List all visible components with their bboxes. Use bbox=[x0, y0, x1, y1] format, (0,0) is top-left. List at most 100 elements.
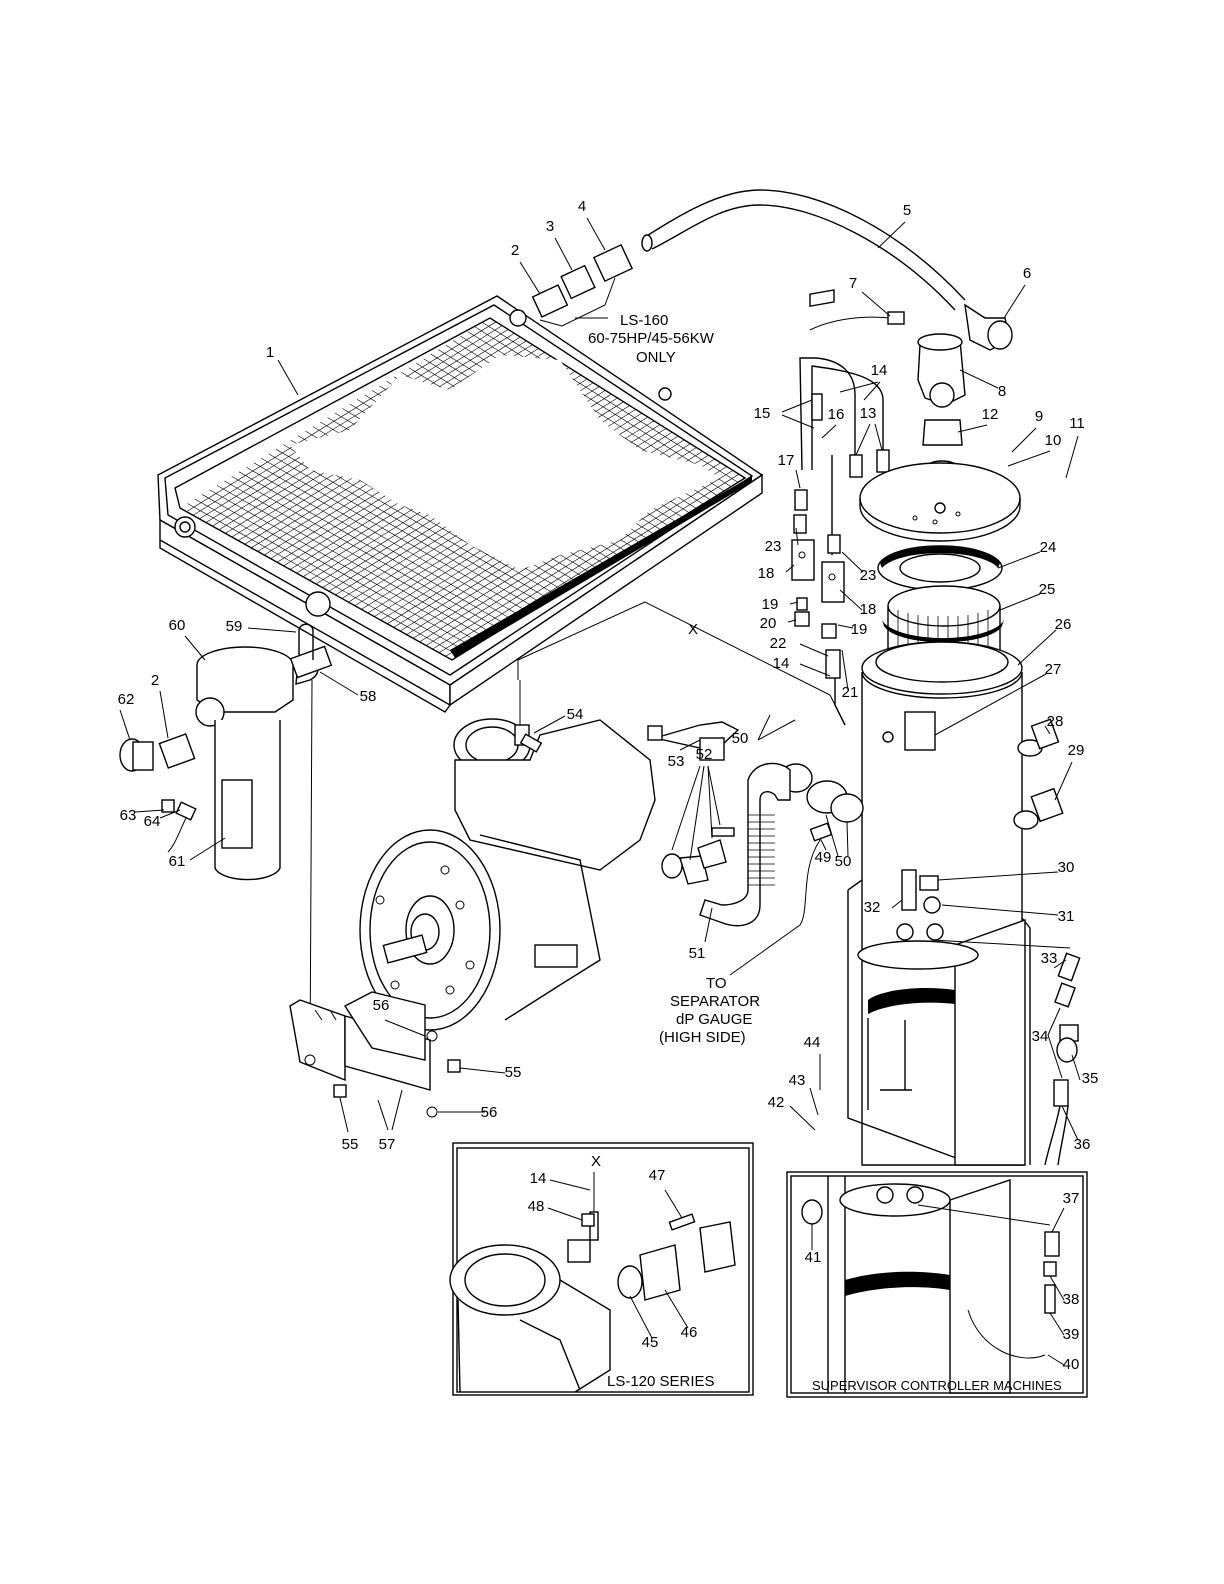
callout-label-X2: X bbox=[591, 1153, 601, 1170]
callout-label-6: 6 bbox=[1023, 265, 1031, 282]
callout-label-44: 44 bbox=[804, 1034, 821, 1051]
callout-label-19b: 19 bbox=[851, 621, 868, 638]
callout-label-38: 38 bbox=[1063, 1291, 1080, 1308]
callout-label-37: 37 bbox=[1063, 1190, 1080, 1207]
callout-label-50b: 50 bbox=[835, 853, 852, 870]
callout-label-55a: 55 bbox=[505, 1064, 522, 1081]
valve-assembly bbox=[809, 311, 966, 476]
callout-label-49: 49 bbox=[815, 849, 832, 866]
callout-label-60: 60 bbox=[169, 617, 186, 634]
callout-label-14a: 14 bbox=[871, 362, 888, 379]
callout-label-61: 61 bbox=[169, 853, 186, 870]
callout-label-56b: 56 bbox=[481, 1104, 498, 1121]
discharge-piping bbox=[647, 721, 864, 927]
callout-label-15: 15 bbox=[754, 405, 771, 422]
callout-label-36: 36 bbox=[1074, 1136, 1091, 1153]
ls160-note: LS-160 60-75HP/45-56KW ONLY bbox=[588, 312, 715, 366]
callout-label-50a: 50 bbox=[732, 730, 749, 747]
leader-lines bbox=[119, 217, 1081, 1366]
callout-label-9: 9 bbox=[1035, 408, 1043, 425]
sep-note-line2: SEPARATOR bbox=[670, 993, 760, 1010]
airend-compressor bbox=[359, 718, 656, 1031]
callout-label-58: 58 bbox=[360, 688, 377, 705]
callout-label-3: 3 bbox=[546, 218, 554, 235]
callout-label-53: 53 bbox=[668, 753, 685, 770]
filter-assembly bbox=[119, 623, 333, 1066]
callout-label-39: 39 bbox=[1063, 1326, 1080, 1343]
callout-label-10: 10 bbox=[1045, 432, 1062, 449]
callout-label-14c: 14 bbox=[530, 1170, 547, 1187]
callout-label-18b: 18 bbox=[860, 601, 877, 618]
scavenge-tubes bbox=[517, 289, 890, 726]
callout-label-35: 35 bbox=[1082, 1070, 1099, 1087]
callout-label-47: 47 bbox=[649, 1167, 666, 1184]
callout-label-X1: X bbox=[688, 621, 698, 638]
sep-note-line1: TO bbox=[706, 975, 727, 992]
callout-label-19a: 19 bbox=[762, 596, 779, 613]
sep-note-line4: (HIGH SIDE) bbox=[659, 1029, 746, 1046]
supervisor-inset-art bbox=[801, 1176, 1060, 1394]
callout-label-42: 42 bbox=[768, 1094, 785, 1111]
callout-label-29: 29 bbox=[1068, 742, 1085, 759]
callout-label-32: 32 bbox=[864, 899, 881, 916]
callout-label-30: 30 bbox=[1058, 859, 1075, 876]
ls160-note-line3: ONLY bbox=[636, 349, 676, 366]
callout-label-18a: 18 bbox=[758, 565, 775, 582]
hose-assembly bbox=[531, 189, 1013, 351]
sep-note-line3: dP GAUGE bbox=[676, 1011, 752, 1028]
callout-label-51: 51 bbox=[689, 945, 706, 962]
callout-label-1: 1 bbox=[266, 344, 274, 361]
callout-label-27: 27 bbox=[1045, 661, 1062, 678]
callout-label-46: 46 bbox=[681, 1324, 698, 1341]
callout-label-14b: 14 bbox=[773, 655, 790, 672]
callout-label-13: 13 bbox=[860, 405, 877, 422]
callout-label-34: 34 bbox=[1032, 1028, 1049, 1045]
ls120-inset-art bbox=[449, 1172, 736, 1393]
callout-label-45: 45 bbox=[642, 1334, 659, 1351]
elbow-fittings bbox=[514, 680, 543, 753]
callout-label-33: 33 bbox=[1041, 950, 1058, 967]
callout-label-59: 59 bbox=[226, 618, 243, 635]
callout-label-52: 52 bbox=[696, 746, 713, 763]
callout-label-23a: 23 bbox=[765, 538, 782, 555]
inset-box-supervisor bbox=[786, 1171, 1088, 1398]
callout-label-12: 12 bbox=[982, 406, 999, 423]
callout-label-4: 4 bbox=[578, 198, 586, 215]
callout-label-16: 16 bbox=[828, 406, 845, 423]
callout-label-26: 26 bbox=[1055, 616, 1072, 633]
callout-label-20: 20 bbox=[760, 615, 777, 632]
callout-label-2a: 2 bbox=[511, 242, 519, 259]
callout-label-23b: 23 bbox=[860, 567, 877, 584]
callout-label-2b: 2 bbox=[151, 672, 159, 689]
callout-label-57: 57 bbox=[379, 1136, 396, 1153]
supervisor-inset-title: SUPERVISOR CONTROLLER MACHINES bbox=[812, 1378, 1062, 1393]
callout-label-7: 7 bbox=[849, 275, 857, 292]
callout-label-22: 22 bbox=[770, 635, 787, 652]
callout-label-31: 31 bbox=[1058, 908, 1075, 925]
ls120-inset-title: LS-120 SERIES bbox=[607, 1373, 715, 1390]
callout-label-64: 64 bbox=[144, 813, 161, 830]
separator-gauge-note: TO SEPARATOR dP GAUGE (HIGH SIDE) bbox=[659, 924, 801, 1046]
ls160-note-line1: LS-160 bbox=[620, 312, 668, 329]
callout-label-56a: 56 bbox=[373, 997, 390, 1014]
callout-label-8: 8 bbox=[998, 383, 1006, 400]
callout-label-5: 5 bbox=[903, 202, 911, 219]
callout-label-41: 41 bbox=[805, 1249, 822, 1266]
callout-label-28: 28 bbox=[1047, 713, 1064, 730]
mounting-bracket bbox=[289, 991, 461, 1118]
callout-label-11: 11 bbox=[1069, 415, 1085, 432]
callout-label-63: 63 bbox=[120, 807, 137, 824]
cooler-mesh bbox=[186, 321, 740, 657]
callout-label-40: 40 bbox=[1063, 1356, 1080, 1373]
callout-label-25: 25 bbox=[1039, 581, 1056, 598]
callout-label-43: 43 bbox=[789, 1072, 806, 1089]
ls160-note-line2: 60-75HP/45-56KW bbox=[588, 330, 715, 347]
callout-label-55b: 55 bbox=[342, 1136, 359, 1153]
callout-label-24: 24 bbox=[1040, 539, 1057, 556]
tank-fittings bbox=[931, 718, 1081, 1166]
cooler-radiator bbox=[157, 295, 764, 713]
callout-label-54: 54 bbox=[567, 706, 584, 723]
callout-label-21: 21 bbox=[842, 684, 859, 701]
